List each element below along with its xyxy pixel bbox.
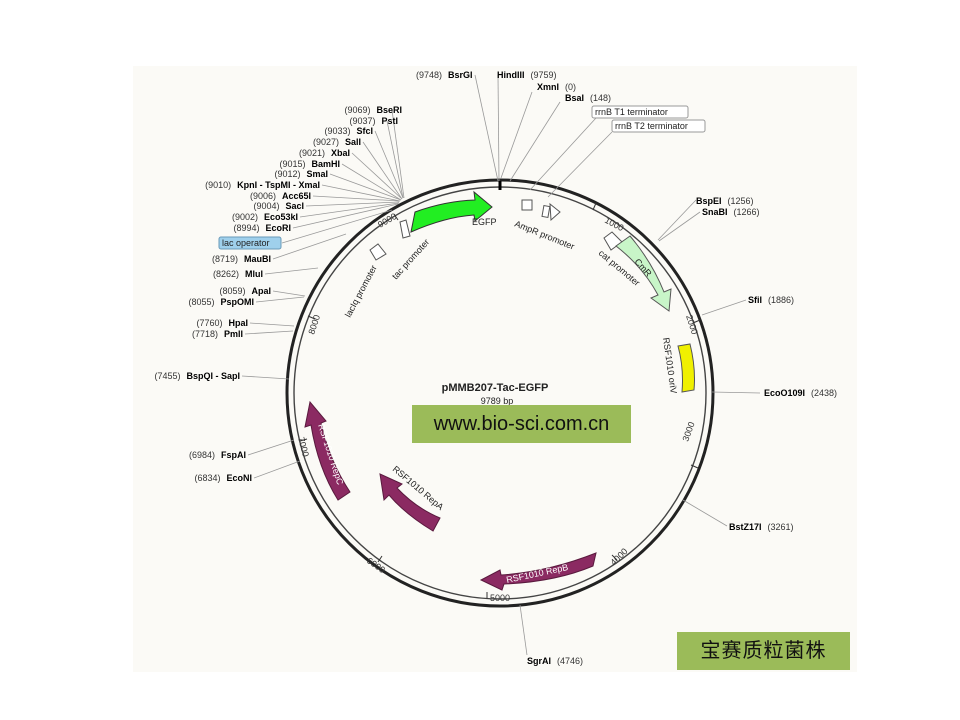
tac-promoter-arrow [399,219,411,239]
enzyme-sali: (9027)SalI [313,137,361,147]
enzyme-sgrai: SgrAI(4746) [527,656,583,666]
ampr-box [521,199,533,211]
oriv-box [677,343,695,393]
enzyme-saci: (9004)SacI [253,201,304,211]
rrnb-t1-box [591,105,689,119]
egfp-label: EGFP [472,217,497,227]
rrnb-t2-box [611,119,706,133]
left-enzyme-cluster: (9069)BseRI (9037)PstI (9033)SfcI (9027)… [154,105,402,483]
enzyme-apai: (8059)ApaI [219,286,271,296]
enzyme-acc65i: (9006)Acc65I [250,191,311,201]
enzyme-econi: (6834)EcoNI [194,473,252,483]
tick-label-3000: 3000 [680,420,696,442]
plasmid-name: pMMB207-Tac-EGFP [442,382,549,394]
enzyme-bamhi: (9015)BamHI [279,159,340,169]
repc-arrow [304,400,351,501]
rrnb-t1-label: rrnB T1 terminator [595,107,668,117]
egfp-arrow [410,190,493,233]
enzyme-bspqi: (7455)BspQI - SapI [154,371,240,381]
repb-arrow [479,552,597,591]
brand-watermark: 宝赛质粒菌株 [677,632,850,670]
enzyme-xbai: (9021)XbaI [299,148,350,158]
enzyme-pmli: (7718)PmlI [192,329,243,339]
enzyme-hpai: (7760)HpaI [196,318,248,328]
plasmid-size: 9789 bp [481,396,514,406]
enzyme-sfci: (9033)SfcI [324,126,373,136]
ampr-promoter-arrow [549,202,561,222]
repa-arrow [379,473,441,532]
enzyme-xmni: XmnI(0) [537,82,576,92]
rrnb-t2-label: rrnB T2 terminator [615,121,688,131]
enzyme-bstz17i: BstZ17I(3261) [729,522,794,532]
enzyme-bspei: BspEI(1256) [696,196,754,206]
enzyme-bseri: (9069)BseRI [344,105,402,115]
enzyme-snabi: SnaBI(1266) [702,207,760,217]
enzyme-ecoo109i: EcoO109I(2438) [764,388,837,398]
tac-promoter-label: tac promoter [390,237,431,281]
repb-label: RSF1010 RepB [505,562,569,585]
tick-label-5000: 5000 [490,593,510,603]
enzyme-hindiii: HindIII(9759) [497,70,557,80]
lac-operator-box [218,236,282,250]
laciq-promoter-label: lacIq promoter [343,263,379,318]
lac-operator-label: lac operator [222,238,270,248]
cmr-arrow [615,235,672,312]
laciq-promoter-arrow [369,243,387,261]
leader-lines [241,74,761,656]
backbone-outer-ring [285,178,715,608]
enzyme-mlui: (8262)MluI [213,269,263,279]
enzyme-sfii: SfiI(1886) [748,295,794,305]
right-enzyme-cluster: BspEI(1256) SnaBI(1266) SfiI(1886) EcoO1… [527,196,837,666]
enzyme-smai: (9012)SmaI [274,169,328,179]
enzyme-fspai: (6984)FspAI [189,450,246,460]
enzyme-eco53ki: (9002)Eco53kI [232,212,298,222]
position-ticks [299,202,701,599]
enzyme-bsai: BsaI(148) [565,93,611,103]
enzyme-bsrgi: (9748)BsrGI [416,70,473,80]
enzyme-ecori: (8994)EcoRI [233,223,291,233]
oriv-label: RSF1010 oriV [661,337,679,394]
enzyme-pspomi: (8055)PspOMI [188,297,254,307]
enzyme-kpni: (9010)KpnI - TspMI - XmaI [205,180,320,190]
tick-label-7000: 7000 [296,436,311,458]
enzyme-psti: (9037)PstI [349,116,398,126]
ampr-promoter-label: AmpR promoter [513,219,576,252]
ampr-promoter-mark-1 [541,204,551,219]
site-watermark: www.bio-sci.com.cn [412,405,631,443]
enzyme-maubi: (8719)MauBI [212,254,271,264]
